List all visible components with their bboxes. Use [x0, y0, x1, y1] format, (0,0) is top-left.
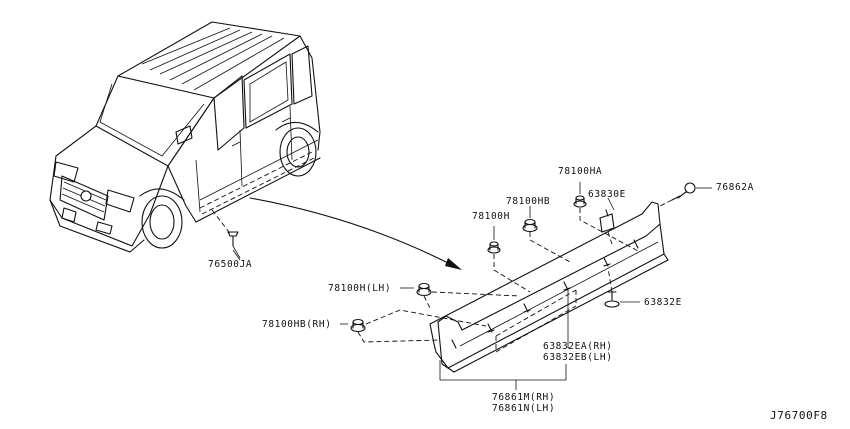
part-label-78100h-lh: 78100H(LH): [328, 283, 392, 294]
part-label-78100h: 78100H: [472, 211, 510, 222]
clip-78100hb-rh: [340, 309, 487, 343]
part-label-76861n-lh: 76861N(LH): [492, 403, 556, 414]
screw-76862a: [659, 182, 712, 207]
part-label-63832eb-lh: 63832EB(LH): [543, 352, 613, 363]
clip-78100ha: [573, 182, 641, 253]
part-label-78100hb: 78100HB: [506, 196, 551, 207]
diagram-id: J76700F8: [770, 409, 828, 422]
sill-panel: [429, 201, 669, 373]
part-label-63832e: 63832E: [644, 297, 682, 308]
clip-78100hb: [522, 206, 571, 263]
part-label-76500ja: 76500JA: [208, 259, 253, 270]
leader-63832ea: [567, 290, 570, 349]
detail-arrow: [249, 197, 462, 270]
clip-63832e: [604, 267, 640, 308]
part-label-76862a: 76862A: [716, 182, 754, 193]
part-label-63832ea-rh: 63832EA(RH): [543, 341, 613, 352]
part-label-63830e: 63830E: [588, 189, 626, 200]
vehicle-illustration: [49, 21, 321, 253]
part-label-78100hb-rh: 78100HB(RH): [262, 319, 332, 330]
leader-76861: [439, 360, 567, 390]
nut-63830e: [599, 197, 615, 245]
leader-76500ja: [232, 249, 241, 261]
clip-78100h: [487, 226, 531, 293]
part-label-76861m-rh: 76861M(RH): [492, 392, 556, 403]
clip-76500ja: [211, 209, 241, 259]
clip-78100h-lh: [400, 282, 521, 309]
part-label-78100ha: 78100HA: [558, 166, 603, 177]
